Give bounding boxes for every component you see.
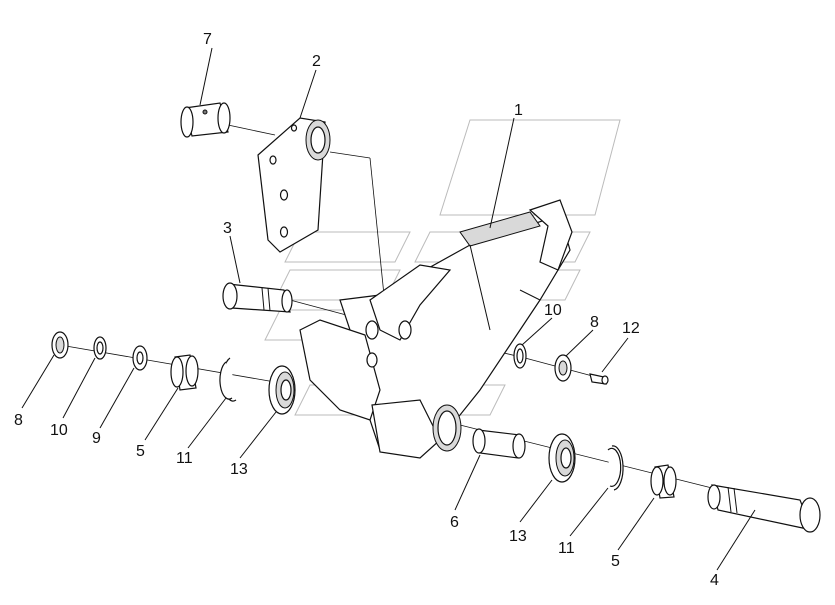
label-12: 12 [622, 320, 640, 337]
label-1: 1 [514, 102, 523, 119]
bushing-6 [472, 428, 526, 459]
label-4: 4 [710, 572, 719, 589]
bracket-plate [257, 117, 331, 253]
label-11-right: 11 [558, 540, 575, 557]
washer-9 [132, 345, 148, 371]
label-3: 3 [223, 220, 232, 237]
lock-washer-10-left [93, 336, 107, 360]
label-8-left: 8 [14, 412, 23, 429]
label-5-left: 5 [136, 443, 145, 460]
snap-ring-11-right [607, 445, 624, 491]
label-10-left: 10 [50, 422, 68, 439]
bearing-13-left [268, 365, 296, 415]
label-2: 2 [312, 53, 321, 70]
bushing-5-right [650, 464, 677, 499]
nut-8-left [51, 331, 69, 359]
label-7: 7 [203, 31, 212, 48]
label-9: 9 [92, 430, 101, 447]
lock-washer-10-right [513, 343, 527, 369]
label-10-right: 10 [544, 302, 562, 319]
callout-labels: 1 2 3 4 5 5 6 7 8 8 9 10 10 11 11 12 13 … [14, 31, 719, 589]
bearing-13-right [548, 433, 576, 483]
label-13-right: 13 [509, 528, 527, 545]
pin-4 [707, 484, 821, 533]
leader-lines [21, 47, 756, 571]
main-frame [299, 199, 573, 459]
label-11-left: 11 [176, 450, 193, 467]
label-6: 6 [450, 514, 459, 531]
label-8-right: 8 [590, 314, 599, 331]
grease-fitting-12 [589, 373, 609, 385]
label-5-right: 5 [611, 553, 620, 570]
nut-8-right [554, 354, 572, 382]
pin-3 [222, 282, 293, 313]
snap-ring-11-left [219, 357, 237, 402]
label-13-left: 13 [230, 461, 248, 478]
bushing-7 [180, 102, 231, 138]
bushing-5-left [170, 354, 199, 391]
